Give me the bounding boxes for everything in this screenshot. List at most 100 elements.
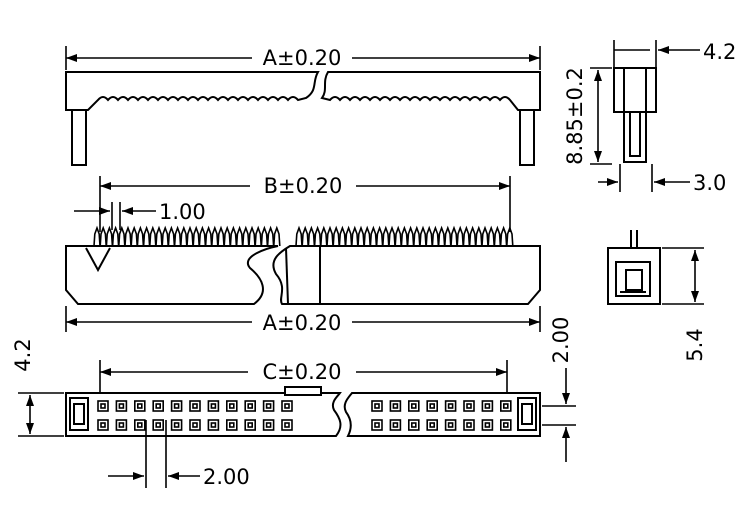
header-pin [344, 225, 353, 247]
contact-hole [226, 400, 238, 412]
header-pin [400, 225, 409, 247]
header-pin [273, 225, 281, 247]
contact-hole [426, 400, 439, 412]
header-pin [217, 225, 225, 247]
header-pin [105, 225, 114, 247]
contact-hole [463, 400, 475, 412]
header-pin [211, 225, 219, 247]
header-pin [161, 225, 169, 247]
side-body [613, 67, 657, 113]
contact-hole [226, 419, 238, 431]
header-pin [382, 225, 390, 247]
header-pin [499, 225, 508, 247]
header-pin [173, 225, 182, 247]
header-pin [462, 225, 471, 247]
c-width-label: C±0.20 [262, 360, 341, 384]
header-pin [130, 225, 138, 247]
hole-grid-right [371, 400, 512, 431]
contact-hole [207, 419, 220, 431]
header-pin [437, 225, 446, 247]
header-pin [223, 225, 231, 247]
contact-hole [481, 419, 494, 431]
side-width-label: 4.2 [703, 40, 736, 64]
top-body-right [320, 71, 541, 111]
header-pin [450, 225, 458, 247]
header-pin [431, 225, 440, 247]
end-height-label: 5.4 [683, 328, 707, 361]
header-pin [493, 225, 502, 247]
contact-hole [262, 400, 275, 412]
header-pin [301, 225, 309, 247]
header-pin [351, 225, 359, 247]
contact-hole [244, 400, 256, 412]
contact-hole [426, 419, 439, 431]
contact-hole [97, 419, 109, 431]
contact-hole [444, 419, 457, 431]
header-pin [419, 225, 427, 247]
header-pin [468, 225, 477, 247]
contact-hole [499, 419, 512, 431]
header-pin [444, 225, 452, 247]
header-pin [136, 225, 145, 247]
header-pin [307, 225, 316, 247]
header-pin [326, 225, 334, 247]
header-pin [111, 225, 120, 247]
key-tab [284, 386, 322, 396]
header-pin [155, 225, 163, 247]
side-view: 4.2 8.85±0.2 3.0 [563, 40, 736, 195]
b-width-label: B±0.20 [264, 174, 343, 198]
header-pin [254, 225, 262, 247]
contact-hole [499, 400, 512, 412]
contact-hole [281, 400, 293, 412]
contact-hole [134, 419, 146, 431]
contact-hole [281, 419, 293, 431]
pin-width-label: 1.00 [159, 200, 206, 224]
header-pin [167, 225, 176, 247]
col-pitch-label: 2.00 [203, 465, 250, 489]
contact-hole [189, 400, 201, 412]
front-body-right [272, 245, 541, 305]
header-pin [248, 225, 256, 247]
front-view: B±0.20 1.00 A±0.20 [65, 174, 541, 335]
mid-width-label: A±0.20 [263, 311, 342, 335]
header-pin [357, 225, 365, 247]
bottom-view: C±0.20 4.2 2.00 2.00 [11, 317, 576, 489]
header-pin [475, 225, 483, 247]
contact-hole [389, 400, 402, 412]
top-width-label: A±0.20 [263, 46, 342, 70]
header-pin [406, 225, 415, 247]
header-pin [413, 225, 421, 247]
header-pin [192, 225, 200, 247]
side-pin-label: 3.0 [693, 171, 726, 195]
contact-hole [152, 419, 164, 431]
header-pin [142, 225, 151, 247]
contact-hole [97, 400, 109, 412]
header-pin [260, 225, 269, 247]
header-pin [506, 225, 514, 247]
header-pin [369, 225, 378, 247]
header-pin [338, 225, 347, 247]
contact-hole [444, 400, 457, 412]
header-pin [456, 225, 464, 247]
header-pin [180, 225, 188, 247]
header-pin [235, 225, 244, 247]
top-body [65, 71, 320, 111]
contact-hole [262, 419, 275, 431]
contact-hole [371, 400, 383, 412]
row-pitch-label: 2.00 [549, 317, 573, 364]
contact-hole [407, 400, 420, 412]
contact-hole [244, 419, 256, 431]
contact-hole [371, 419, 383, 431]
header-pin [332, 225, 340, 247]
end-view: 5.4 [607, 230, 707, 362]
top-pin-right [519, 109, 535, 166]
contact-hole [115, 400, 128, 412]
header-pin [394, 225, 402, 247]
contact-hole [407, 419, 420, 431]
pin-row-left [93, 225, 281, 247]
header-pin [295, 225, 303, 247]
contact-hole [170, 400, 183, 412]
pin-row-right [295, 225, 514, 247]
contact-hole [152, 400, 164, 412]
